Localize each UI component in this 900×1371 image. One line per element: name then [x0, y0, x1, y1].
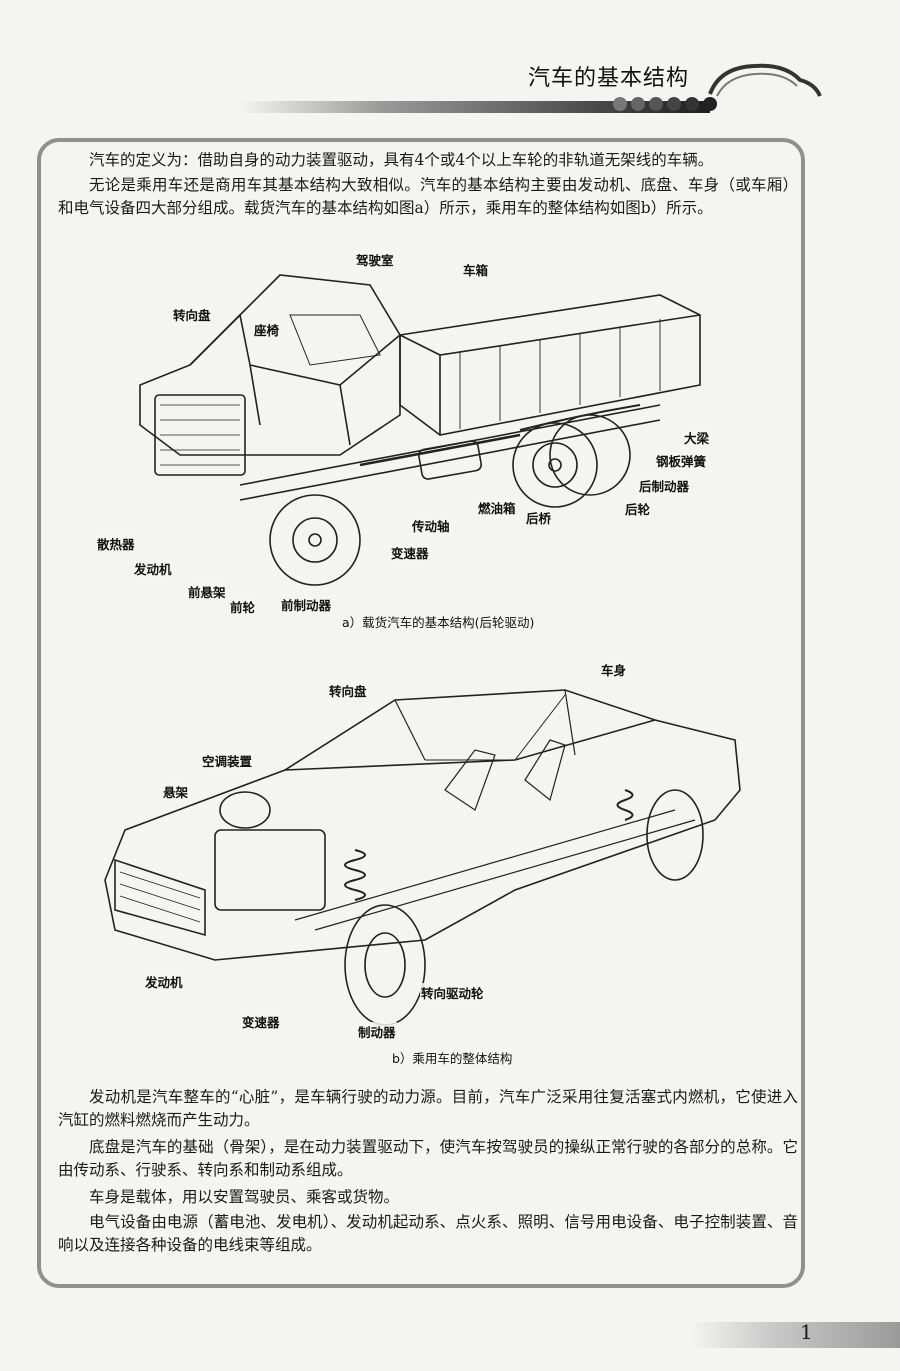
- header-dots: [613, 97, 717, 111]
- paragraph-structure: 无论是乘用车还是商用车其基本结构大致相似。汽车的基本结构主要由发动机、底盘、车身…: [58, 176, 798, 217]
- footer-bar: [690, 1322, 900, 1348]
- figure-a-caption: a）载货汽车的基本结构(后轮驱动): [342, 615, 535, 630]
- label-cargo-box: 车箱: [462, 260, 490, 279]
- paragraph-definition: 汽车的定义为：借助自身的动力装置驱动，具有4个或4个以上车轮的非轨道无架线的车辆…: [89, 151, 714, 169]
- label-front-wheel: 前轮: [229, 597, 257, 616]
- label-steering-wheel: 转向盘: [172, 305, 212, 324]
- header-bar: [240, 101, 710, 113]
- label-engine-b: 发动机: [144, 972, 184, 991]
- label-gearbox-a: 变速器: [390, 543, 430, 562]
- label-fuel-tank: 燃油箱: [477, 498, 517, 517]
- label-suspension: 悬架: [162, 782, 190, 801]
- label-radiator: 散热器: [96, 534, 136, 553]
- content-frame: [37, 138, 805, 1288]
- label-steering-wheel-b: 转向盘: [328, 681, 368, 700]
- paragraph-electrical: 电气设备由电源（蓄电池、发电机）、发动机起动系、点火系、照明、信号用电设备、电子…: [58, 1213, 798, 1254]
- label-seat: 座椅: [253, 320, 281, 339]
- label-engine-a: 发动机: [133, 559, 173, 578]
- label-frame-rail: 大梁: [683, 428, 711, 447]
- paragraph-engine: 发动机是汽车整车的“心脏”，是车辆行驶的动力源。目前，汽车广泛采用往复活塞式内燃…: [58, 1088, 798, 1129]
- label-gearbox-b: 变速器: [241, 1012, 281, 1031]
- label-front-brake: 前制动器: [280, 595, 333, 614]
- label-cab: 驾驶室: [355, 250, 395, 269]
- label-rear-wheel: 后轮: [624, 499, 652, 518]
- label-body: 车身: [600, 660, 628, 679]
- paragraph-body: 车身是载体，用以安置驾驶员、乘客或货物。: [89, 1188, 400, 1206]
- page-title: 汽车的基本结构: [528, 66, 690, 91]
- label-steer-drive-wheel: 转向驱动轮: [420, 983, 485, 1002]
- label-rear-axle: 后桥: [525, 508, 553, 527]
- paragraph-chassis: 底盘是汽车的基础（骨架），是在动力装置驱动下，使汽车按驾驶员的操纵正常行驶的各部…: [58, 1138, 798, 1179]
- label-brake: 制动器: [357, 1022, 397, 1041]
- page-number: 1: [800, 1320, 813, 1344]
- car-illustration: [104, 689, 741, 1026]
- label-front-suspension: 前悬架: [187, 582, 227, 601]
- label-air-conditioner: 空调装置: [201, 751, 254, 770]
- label-leaf-spring: 钢板弹簧: [655, 451, 708, 470]
- figure-b-caption: b）乘用车的整体结构: [392, 1051, 513, 1066]
- truck-illustration: [139, 274, 701, 586]
- header-car-icon: [708, 63, 822, 97]
- label-rear-brake: 后制动器: [638, 476, 691, 495]
- label-driveshaft: 传动轴: [411, 516, 451, 535]
